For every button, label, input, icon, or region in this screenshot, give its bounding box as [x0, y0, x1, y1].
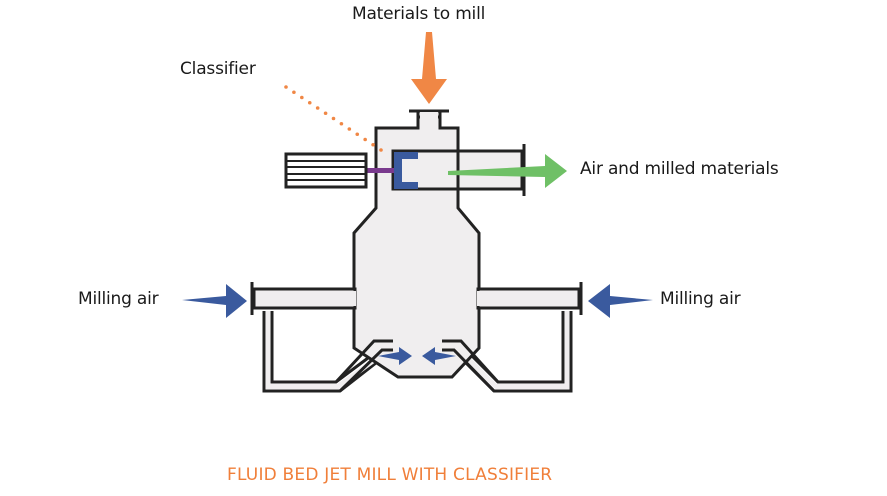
- pointer-dot: [323, 111, 328, 116]
- pointer-dot: [315, 106, 320, 110]
- classifier-motor: [284, 152, 368, 189]
- pointer-dot: [284, 85, 288, 89]
- classifier-wheel: [394, 152, 418, 189]
- feed-arrow-icon: [411, 32, 447, 104]
- nozzle-jet-left-arrow-icon: [378, 347, 412, 365]
- right-nozzle: [442, 339, 500, 393]
- output-arrow-icon: [448, 154, 567, 188]
- pointer-dot: [347, 127, 352, 131]
- milling-air-left-label: Milling air: [78, 289, 159, 309]
- pointer-dot: [307, 100, 312, 105]
- classifier-shaft: [367, 168, 394, 173]
- left-nozzle: [334, 339, 393, 393]
- classifier-label: Classifier: [180, 59, 256, 79]
- pointer-dot: [292, 90, 296, 95]
- pointer-dot: [371, 142, 375, 147]
- left-air-pipe-loop: [262, 311, 391, 393]
- pointer-dot: [331, 116, 336, 121]
- left-air-manifold: [252, 287, 357, 310]
- pointer-dot: [379, 148, 383, 152]
- classifier-pointer: [284, 85, 383, 152]
- pointer-dot: [363, 137, 367, 142]
- milling-air-left-arrow-icon: [182, 284, 247, 318]
- pointer-dot: [339, 121, 344, 126]
- pointer-dot: [355, 132, 360, 137]
- materials-to-mill-label: Materials to mill: [352, 4, 486, 24]
- milling-air-right-arrow-icon: [588, 284, 653, 318]
- nozzle-jet-right-arrow-icon: [422, 347, 456, 365]
- left-loop-inner: [270, 311, 381, 384]
- diagram-title: FLUID BED JET MILL WITH CLASSIFIER: [227, 465, 553, 485]
- left-loop-fill: [266, 311, 388, 389]
- right-air-manifold: [476, 287, 581, 310]
- air-and-milled-materials-label: Air and milled materials: [580, 159, 779, 179]
- pointer-dot: [300, 95, 304, 100]
- milling-air-right-label: Milling air: [660, 289, 741, 309]
- left-loop-outer: [262, 311, 391, 393]
